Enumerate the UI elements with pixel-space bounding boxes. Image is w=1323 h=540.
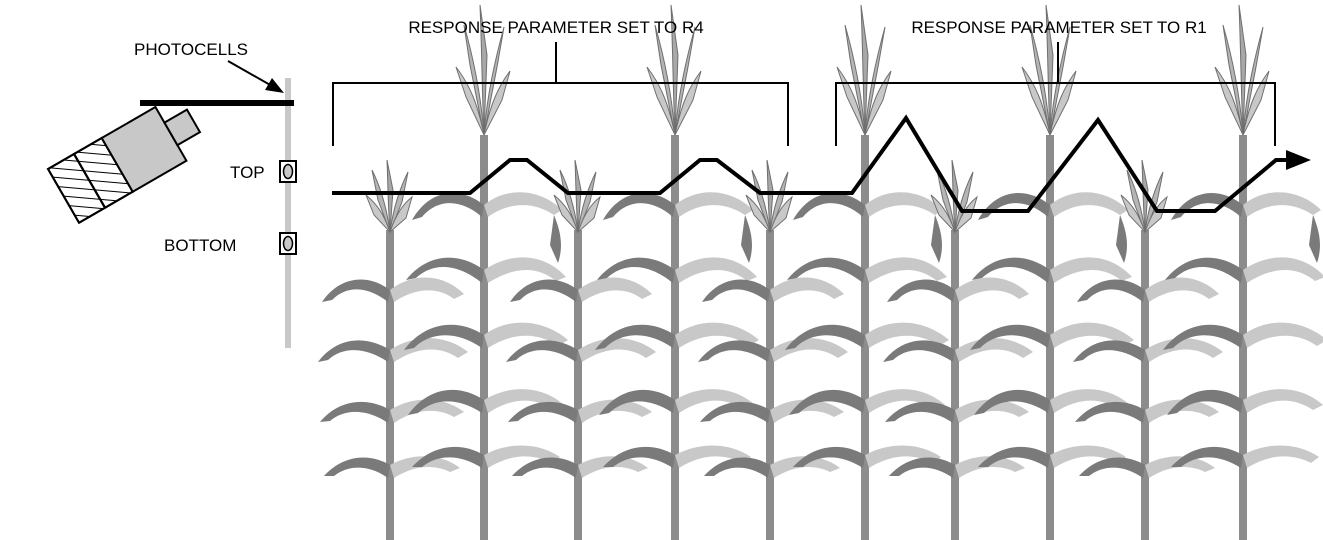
response-r1-label: RESPONSE PARAMETER SET TO R1 bbox=[911, 18, 1206, 37]
corn-plant-short bbox=[1072, 159, 1224, 540]
photocells-pointer bbox=[227, 60, 273, 87]
corn-plant-short bbox=[882, 159, 1034, 540]
bracket-r1 bbox=[835, 42, 1276, 146]
sensor-assembly bbox=[46, 105, 202, 225]
response-r4-label: RESPONSE PARAMETER SET TO R4 bbox=[408, 18, 703, 37]
corn-row bbox=[317, 4, 1323, 540]
arrowhead-icon bbox=[1286, 150, 1311, 170]
corn-plant-short bbox=[697, 159, 849, 540]
response-trace bbox=[332, 114, 1288, 213]
corn-plant-short bbox=[317, 159, 469, 540]
corn-plant-short bbox=[505, 159, 657, 540]
corn-plant-tall bbox=[1162, 4, 1323, 540]
bracket-r4 bbox=[332, 42, 789, 146]
sensor-lens bbox=[163, 108, 202, 147]
photocells-label: PHOTOCELLS bbox=[134, 40, 248, 59]
pointer-arrowhead-icon bbox=[265, 78, 284, 93]
photocell-bottom bbox=[279, 232, 297, 255]
top-label: TOP bbox=[230, 163, 265, 182]
photocell-top bbox=[279, 160, 297, 183]
bottom-label: BOTTOM bbox=[164, 236, 236, 255]
sensor-mast bbox=[285, 78, 291, 348]
